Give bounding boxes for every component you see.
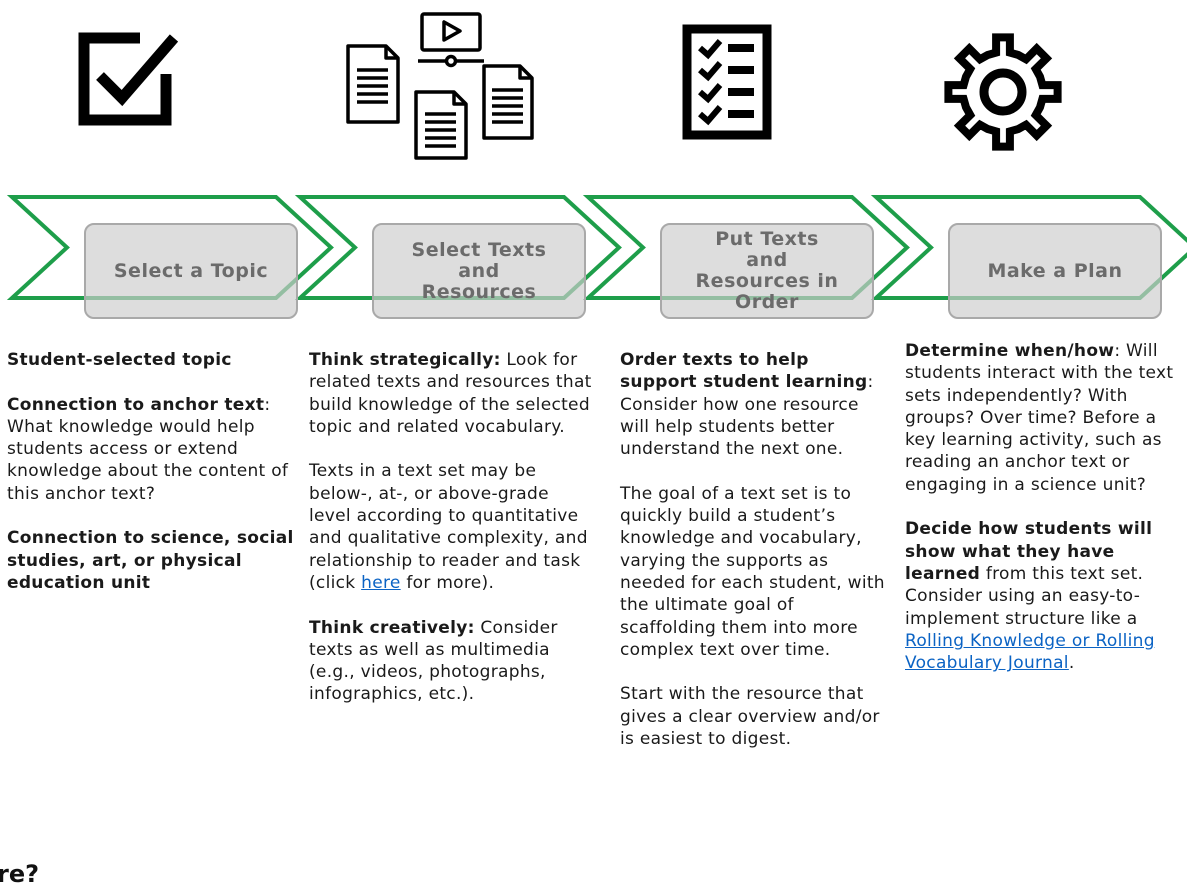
student-topic-heading: Student-selected topic (7, 350, 232, 370)
here-link[interactable]: here (361, 572, 401, 593)
column-order: Order texts to help support student lear… (620, 349, 890, 750)
unit-connection-heading: Connection to science, social studies, a… (7, 528, 294, 593)
start-resource-body: Start with the resource that gives a cle… (620, 684, 880, 750)
complexity-tail: for more). (400, 572, 495, 593)
step-label: Make a Plan (987, 259, 1123, 282)
order-texts-body: : Consider how one resource will help st… (620, 372, 874, 460)
step-label: Select a Topic (113, 259, 269, 282)
text-set-goal-body: The goal of a text set is to quickly bui… (620, 483, 885, 660)
gear-icon (944, 33, 1062, 151)
checklist-icon (682, 24, 772, 140)
order-texts-heading: Order texts to help support student lear… (620, 350, 868, 393)
step-label: Select Texts and Resources (411, 238, 547, 303)
think-strategically-heading: Think strategically: (309, 350, 501, 370)
documents-video-icon (346, 12, 534, 160)
anchor-text-body: : What knowledge would help students acc… (7, 394, 289, 504)
decide-heading: Decide how students will show what they … (905, 519, 1153, 584)
step-put-in-order: Put Texts and Resources in Order (660, 223, 874, 319)
step-label: Put Texts and Resources in Order (695, 228, 839, 313)
think-creatively-body: Consider texts as well as multimedia (e.… (309, 617, 558, 705)
column-select-texts: Think strategically: Look for related te… (309, 349, 594, 706)
column-select-topic: Student-selected topic Connection to anc… (7, 349, 295, 594)
think-strategically-body: Look for related texts and resources tha… (309, 350, 592, 437)
think-creatively-heading: Think creatively: (309, 617, 475, 638)
anchor-text-heading: Connection to anchor text (7, 394, 265, 415)
decide-tail: . (1068, 653, 1075, 674)
decide-body: from this text set. Consider using an ea… (905, 563, 1144, 629)
determine-body: : Will students interact with the text s… (905, 341, 1174, 495)
step-select-texts: Select Texts and Resources (372, 223, 586, 319)
step-make-plan: Make a Plan (948, 223, 1162, 319)
step-select-topic: Select a Topic (84, 223, 298, 319)
determine-heading: Determine when/how (905, 341, 1115, 361)
column-plan: Determine when/how: Will students intera… (905, 340, 1187, 674)
rolling-journal-link[interactable]: Rolling Knowledge or Rolling Vocabulary … (905, 630, 1155, 674)
cropped-heading-text: re? (0, 860, 40, 888)
checkbox-check-icon (78, 32, 178, 126)
complexity-body: Texts in a text set may be below-, at-, … (309, 461, 588, 593)
